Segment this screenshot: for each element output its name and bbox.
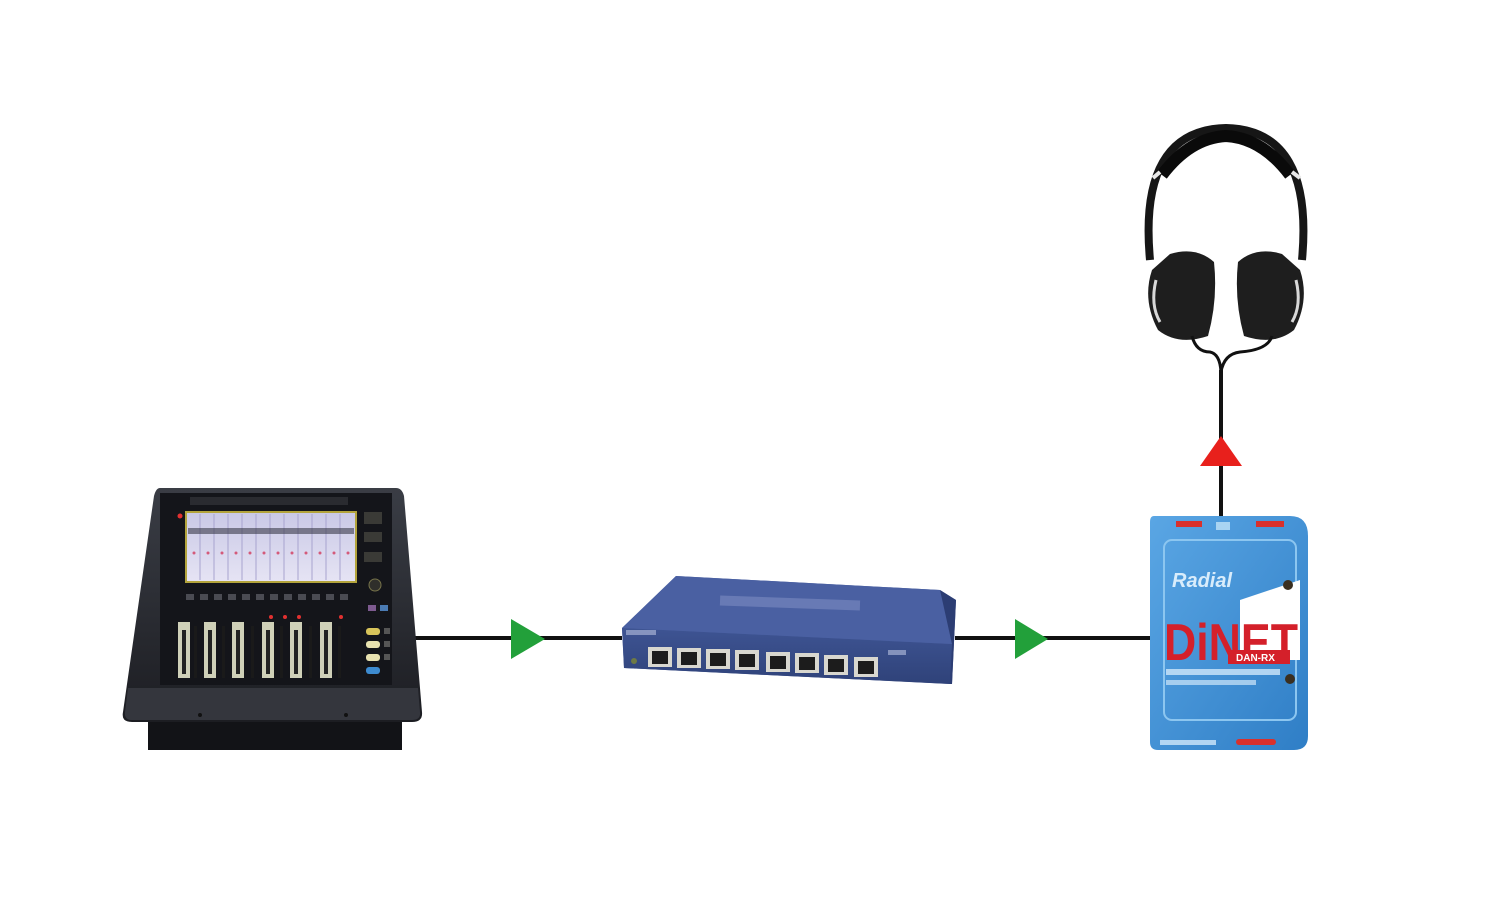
network-switch	[622, 576, 956, 684]
left-ear-cup	[1148, 251, 1216, 340]
right-ear-cup	[1236, 251, 1304, 340]
console-channel-buttons	[186, 594, 348, 600]
green-arrow-right-icon	[1015, 619, 1048, 659]
dinet-submodel-label: DAN-RX	[1236, 653, 1275, 664]
switch-ports	[648, 647, 878, 677]
radial-brand-logo: Radial	[1172, 570, 1232, 592]
radial-dinet-box: Radial DiNET DAN-RX	[1150, 516, 1308, 750]
headphone-cable	[1190, 335, 1274, 373]
console-touchscreen	[185, 511, 357, 583]
red-arrow-up-icon	[1200, 436, 1242, 466]
green-arrow-right-icon	[511, 619, 545, 659]
mixing-console	[122, 488, 423, 750]
console-faders	[178, 622, 341, 678]
headphones	[1144, 123, 1308, 373]
console-screen-channels	[199, 514, 341, 580]
console-side-controls	[364, 512, 390, 674]
